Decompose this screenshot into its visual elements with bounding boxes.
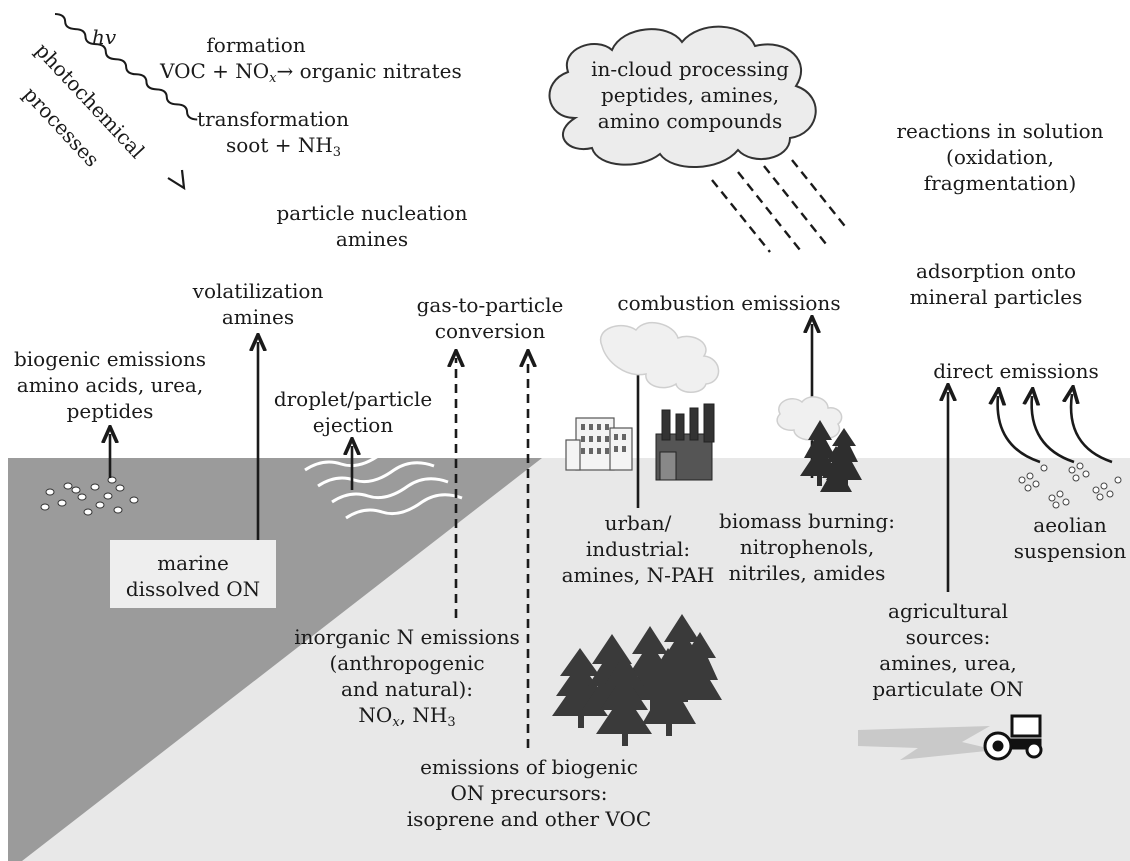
- smoke-urban: [599, 321, 720, 393]
- waves: [304, 445, 463, 520]
- direct-emissions-label: direct emissions: [933, 359, 1099, 383]
- urban-industrial-label: urban/industrial:amines, N-PAH: [561, 511, 715, 587]
- smoke-biomass: [776, 396, 843, 441]
- arrow-aeolian-1: [998, 396, 1041, 464]
- formation-title: formation: [206, 33, 306, 57]
- photochemical-arrowhead: [167, 169, 186, 191]
- transformation-reaction: soot + NH3: [226, 133, 342, 160]
- tractor-dust: [858, 726, 996, 760]
- marine-box: [110, 540, 276, 608]
- arrow-aeolian-2: [1032, 396, 1075, 464]
- urban-buildings: [565, 417, 633, 471]
- solid-arrows: [110, 324, 1113, 592]
- formation-reaction: VOC + NOx→ organic nitrates: [160, 59, 462, 86]
- aeolian-particles: [1018, 462, 1122, 509]
- rain: [711, 159, 849, 253]
- biomass-burning-label: biomass burning:nitrophenols,nitriles, a…: [719, 509, 895, 585]
- reactions-in-solution-label: reactions in solution(oxidation,fragment…: [896, 119, 1104, 195]
- arrow-aeolian-3: [1071, 394, 1113, 464]
- hv-label: hv: [92, 25, 117, 49]
- forest-trees: [552, 614, 722, 746]
- biomass-trees: [800, 420, 862, 492]
- photochemical-wavy-arrow: [54, 13, 198, 121]
- combustion-emissions-label: combustion emissions: [617, 291, 841, 315]
- tractor: [983, 714, 1043, 761]
- cloud-shape: [548, 25, 817, 168]
- dashed-arrows: [456, 358, 528, 748]
- ocean-particles: [40, 476, 139, 516]
- transformation-title: transformation: [197, 107, 349, 131]
- factory: [655, 403, 715, 481]
